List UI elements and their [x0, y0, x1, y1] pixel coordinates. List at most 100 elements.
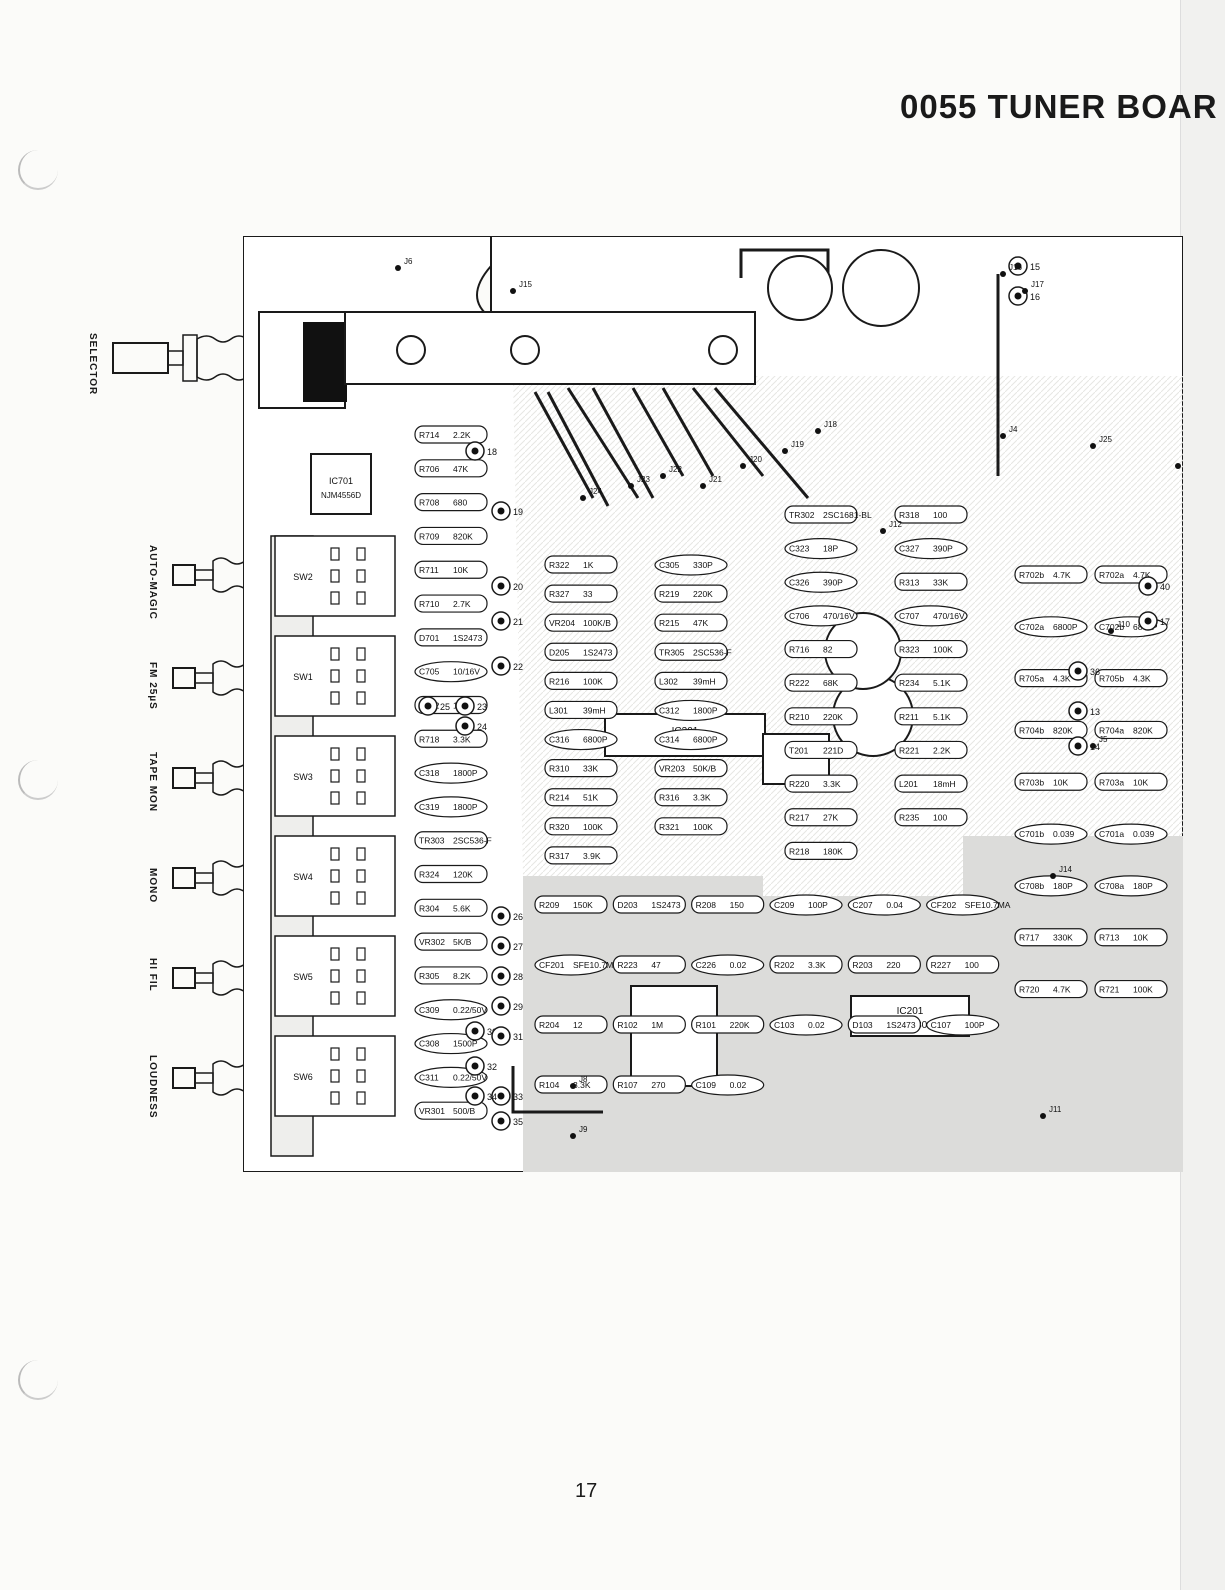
svg-text:T201: T201: [789, 745, 809, 755]
svg-text:2.7K: 2.7K: [453, 599, 471, 609]
svg-text:1S2473: 1S2473: [651, 900, 681, 910]
svg-text:R324: R324: [419, 870, 440, 880]
svg-text:0.22/50V: 0.22/50V: [453, 1005, 487, 1015]
svg-text:R227: R227: [931, 960, 952, 970]
svg-text:36: 36: [1090, 667, 1100, 677]
svg-text:27K: 27K: [823, 813, 838, 823]
svg-text:R221: R221: [899, 745, 920, 755]
svg-text:J21: J21: [709, 475, 722, 484]
selector-knob-shaft[interactable]: [105, 305, 265, 405]
pad-30: 30: [465, 1021, 497, 1041]
svg-text:C314: C314: [659, 735, 680, 745]
svg-text:J17: J17: [1031, 280, 1044, 289]
push-switch-actuators[interactable]: [165, 540, 275, 1130]
svg-text:40: 40: [1160, 582, 1170, 592]
svg-text:4.7K: 4.7K: [1053, 570, 1071, 580]
pad-23: 23: [455, 696, 487, 716]
svg-text:13: 13: [1090, 707, 1100, 717]
svg-text:29: 29: [513, 1002, 523, 1012]
svg-text:1S2473: 1S2473: [583, 647, 613, 657]
svg-text:R702b: R702b: [1019, 570, 1044, 580]
svg-text:180K: 180K: [823, 846, 843, 856]
svg-text:R704b: R704b: [1019, 725, 1044, 735]
svg-text:100: 100: [965, 960, 979, 970]
part-r227: R227 100: [926, 955, 1000, 974]
svg-text:0.039: 0.039: [1053, 829, 1075, 839]
svg-text:R107: R107: [617, 1080, 638, 1090]
svg-text:17: 17: [1160, 617, 1170, 627]
svg-text:10K: 10K: [1053, 777, 1068, 787]
svg-text:R327: R327: [549, 589, 570, 599]
binder-hole-bottom: [18, 1360, 58, 1400]
svg-text:L302: L302: [659, 676, 678, 686]
jumper-j5: J5: [1090, 735, 1108, 749]
svg-text:R320: R320: [549, 822, 570, 832]
svg-text:J14: J14: [1059, 865, 1072, 874]
svg-text:D203: D203: [617, 900, 638, 910]
svg-text:C311: C311: [419, 1072, 439, 1082]
push-switch-4[interactable]: [172, 860, 266, 896]
switch-ref-2: SW1: [293, 672, 313, 682]
svg-text:50K/B: 50K/B: [693, 764, 716, 774]
svg-text:33K: 33K: [933, 577, 948, 587]
jumper-j19: J19: [782, 440, 804, 454]
svg-text:221D: 221D: [823, 745, 843, 755]
switch-ref-5: SW5: [293, 972, 313, 982]
svg-text:2SC536-F: 2SC536-F: [693, 647, 732, 657]
switch-ref-6: SW6: [293, 1072, 313, 1082]
jumper-j14: J14: [1050, 865, 1072, 879]
jumper-wires: [511, 248, 1000, 1114]
svg-text:0.04: 0.04: [886, 900, 903, 910]
jumper-j21: J21: [700, 475, 722, 489]
svg-text:1S2473: 1S2473: [886, 1020, 916, 1030]
svg-text:R235: R235: [899, 813, 920, 823]
svg-text:R211: R211: [899, 712, 919, 722]
svg-text:J5: J5: [1099, 735, 1108, 744]
part-r217: R217 27K: [784, 808, 858, 827]
svg-text:VR302: VR302: [419, 937, 445, 947]
svg-text:R708: R708: [419, 498, 440, 508]
svg-text:220K: 220K: [730, 1020, 750, 1030]
svg-text:330P: 330P: [693, 560, 713, 570]
svg-text:J9: J9: [579, 1125, 588, 1134]
svg-text:5.1K: 5.1K: [933, 712, 951, 722]
part-t201: T201 221D: [784, 740, 858, 760]
svg-text:J11: J11: [1049, 1105, 1062, 1114]
svg-text:R714: R714: [419, 430, 440, 440]
svg-text:R102: R102: [617, 1020, 638, 1030]
svg-text:C705: C705: [419, 667, 440, 677]
svg-text:150K: 150K: [573, 900, 593, 910]
svg-text:C109: C109: [696, 1080, 717, 1090]
svg-text:820K: 820K: [1133, 725, 1153, 735]
svg-text:120K: 120K: [453, 870, 473, 880]
svg-text:R217: R217: [789, 813, 810, 823]
svg-text:C701b: C701b: [1019, 829, 1044, 839]
svg-text:180P: 180P: [1133, 881, 1153, 891]
svg-text:C708b: C708b: [1019, 881, 1044, 891]
svg-text:J23: J23: [637, 475, 650, 484]
svg-text:27: 27: [513, 942, 523, 952]
svg-text:6800P: 6800P: [583, 735, 608, 745]
